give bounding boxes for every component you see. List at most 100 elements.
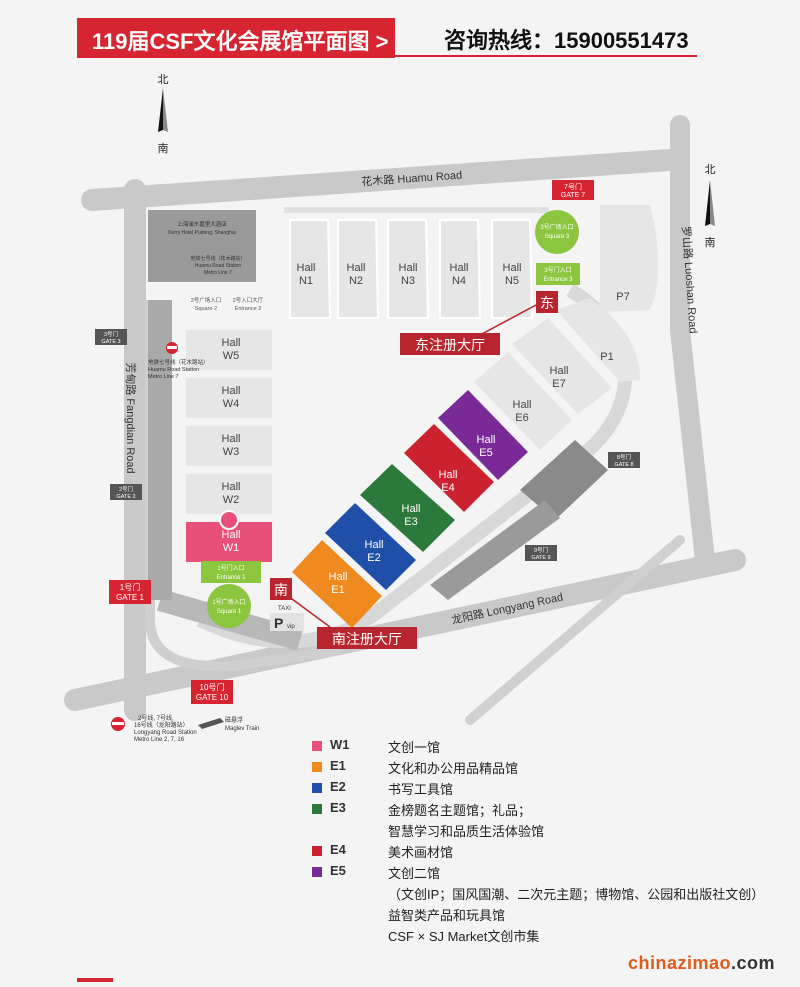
- svg-text:9号门: 9号门: [534, 546, 548, 554]
- taxi-label: TAXI: [278, 606, 291, 612]
- hall-e5-shape: [438, 390, 528, 480]
- gate-7: 7号门 GATE 7: [552, 180, 594, 200]
- footer-bar: [77, 978, 113, 982]
- legend-code-e3: E3: [330, 800, 346, 815]
- svg-text:Hall: Hall: [222, 337, 241, 349]
- east-halls: [292, 298, 640, 628]
- svg-text:E7: E7: [552, 378, 565, 390]
- legend-swatch-e3: [312, 804, 322, 814]
- svg-text:2号门: 2号门: [119, 485, 133, 493]
- watermark-main: chinazimao: [628, 953, 732, 973]
- svg-text:N1: N1: [299, 275, 313, 287]
- svg-text:Hall: Hall: [222, 529, 241, 541]
- svg-text:Hall: Hall: [402, 503, 421, 515]
- svg-text:Hall: Hall: [550, 365, 569, 377]
- svg-text:7号门: 7号门: [564, 182, 582, 191]
- square-1-cn: 1号广场入口: [212, 598, 245, 606]
- hotel-name-cn: 上海浦东嘉里大酒店: [177, 220, 227, 228]
- gate-9: 9号门 GATE 9: [525, 545, 557, 561]
- svg-text:GATE 1: GATE 1: [116, 593, 144, 602]
- legend-swatch-e4: [312, 846, 322, 856]
- legend-swatch-e2: [312, 783, 322, 793]
- svg-text:Hall: Hall: [365, 539, 384, 551]
- square-2-en: Square 2: [195, 306, 217, 312]
- svg-text:2号线, 7号线,: 2号线, 7号线,: [138, 714, 174, 722]
- metro-top-en2: Metro Line 7: [204, 270, 232, 276]
- metro-longyang: 2号线, 7号线, 16号线（龙阳路站） Longyang Road Stati…: [111, 714, 197, 743]
- north-strip: [284, 207, 549, 213]
- hall-p7-shape: [600, 205, 659, 312]
- hotel-block: [148, 210, 256, 282]
- svg-text:E2: E2: [367, 552, 380, 564]
- south-hall-label: 南注册大厅: [332, 631, 402, 647]
- svg-text:GATE 10: GATE 10: [196, 693, 229, 702]
- svg-text:Hall: Hall: [513, 399, 532, 411]
- legend-swatch-e5: [312, 867, 322, 877]
- svg-text:N3: N3: [401, 275, 415, 287]
- east-pointer: [479, 304, 537, 336]
- square-3-circle: [535, 210, 579, 254]
- square-3-cn: 3号广场入口: [540, 223, 573, 231]
- svg-text:W5: W5: [223, 350, 240, 362]
- hall-p7-label: P7: [616, 291, 629, 303]
- entrance-2-en: Entrance 2: [235, 306, 262, 312]
- svg-text:Hall: Hall: [329, 571, 348, 583]
- legend-desc-e3-line2: 智慧学习和品质生活体验馆: [388, 824, 545, 839]
- svg-text:Hall: Hall: [222, 481, 241, 493]
- svg-text:P1: P1: [600, 351, 613, 363]
- svg-text:南: 南: [705, 236, 716, 249]
- square-1-en: Square 1: [217, 609, 242, 615]
- legend-desc-e4: 美术画材馆: [388, 845, 454, 860]
- maglev: 磁悬浮 Maglev Train: [198, 716, 259, 732]
- svg-text:Longyang Road Station: Longyang Road Station: [134, 730, 197, 736]
- svg-text:北: 北: [705, 163, 716, 176]
- legend-desc-e5-line3: 益智类产品和玩具馆: [388, 908, 506, 923]
- hall-p1-shape: [556, 298, 640, 382]
- gate-1: 1号门 GATE 1: [109, 580, 151, 604]
- svg-text:Metro Line 2, 7, 16: Metro Line 2, 7, 16: [134, 737, 185, 743]
- svg-text:Hall: Hall: [399, 262, 418, 274]
- svg-text:磁悬浮: 磁悬浮: [225, 716, 243, 724]
- svg-text:W4: W4: [223, 398, 240, 410]
- svg-text:北: 北: [158, 73, 169, 86]
- svg-text:Hall: Hall: [450, 262, 469, 274]
- metro-huamu-side: 地铁七号线（花木路站） Huamu Road Station Metro Lin…: [148, 342, 209, 380]
- maglev-icon: [198, 718, 224, 729]
- svg-text:Hall: Hall: [222, 385, 241, 397]
- west-halls: [186, 330, 272, 562]
- legend-desc-e5-line1: 文创二馆: [388, 866, 441, 881]
- svg-text:E5: E5: [479, 447, 492, 459]
- svg-text:Maglev Train: Maglev Train: [225, 726, 259, 732]
- svg-text:Hall: Hall: [297, 262, 316, 274]
- legend-code-e4: E4: [330, 842, 346, 857]
- svg-text:GATE 3: GATE 3: [101, 339, 120, 345]
- svg-text:Metro Line 7: Metro Line 7: [148, 374, 179, 380]
- svg-text:GATE 7: GATE 7: [561, 192, 585, 199]
- legend-desc-e3-line1: 金榜题名主题馆；礼品；: [388, 803, 532, 818]
- svg-text:W1: W1: [223, 542, 240, 554]
- svg-text:E1: E1: [331, 584, 344, 596]
- metro-top-cn: 地铁七号线（花木路站）: [190, 255, 245, 262]
- svg-text:GATE 2: GATE 2: [116, 494, 135, 500]
- entrance-2-cn: 2号入口大厅: [233, 296, 264, 304]
- svg-text:W2: W2: [223, 494, 240, 506]
- svg-text:N5: N5: [505, 275, 519, 287]
- gate-2: 2号门 GATE 2: [110, 484, 142, 500]
- metro-top-en1: Huamu Road Station: [195, 263, 242, 269]
- hall-e7-shape: [512, 318, 612, 414]
- hotel-name-en: Kerry Hotel Pudong, Shanghai: [168, 230, 236, 236]
- svg-text:GATE 9: GATE 9: [531, 555, 550, 561]
- legend-swatch-e1: [312, 762, 322, 772]
- hall-e2-shape: [325, 503, 416, 590]
- road-fangdian: 芳甸路 Fangdian Road: [124, 362, 138, 473]
- gate-10: 10号门 GATE 10: [191, 680, 233, 704]
- svg-text:Hall: Hall: [347, 262, 366, 274]
- svg-text:E4: E4: [441, 482, 454, 494]
- svg-text:W3: W3: [223, 446, 240, 458]
- hall-e6-shape: [474, 352, 572, 450]
- south-char: 南: [274, 582, 288, 598]
- gate-3: 3号门 GATE 3: [95, 329, 127, 345]
